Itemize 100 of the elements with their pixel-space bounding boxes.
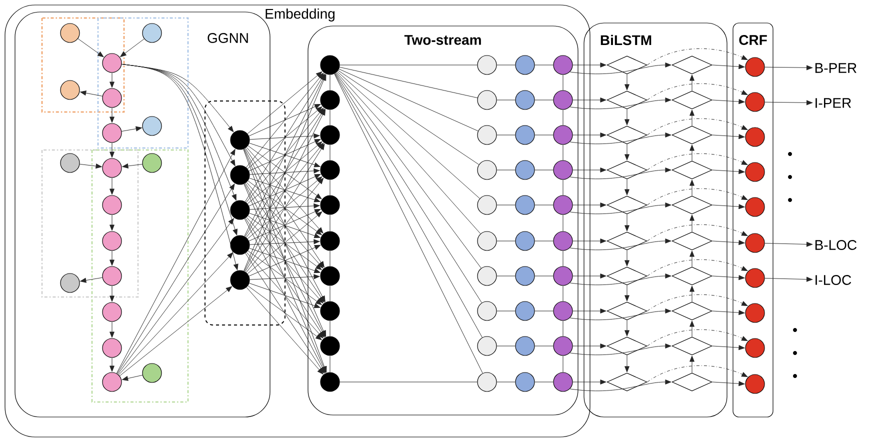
arrow [110,72,114,88]
stream-node [477,231,497,251]
stream-node [515,372,535,392]
arrow [116,149,236,374]
connector-line [496,64,516,66]
graph-node [142,363,162,383]
dashed-arrow [647,48,748,66]
crf-node [745,162,765,182]
output-label: I-PER [816,98,851,108]
arrow [690,180,694,196]
dashed-arrow [647,118,748,136]
arrow [248,104,321,136]
arrow [247,106,322,169]
arrow [712,310,745,316]
arrow [570,132,672,144]
crf-node [745,268,765,288]
arrow [624,355,630,372]
arrow [246,287,324,374]
arrow [624,109,630,126]
stream-node [477,160,497,180]
connector-line [496,204,516,206]
connector-line [562,214,564,232]
arrow [570,380,672,392]
arrow [764,100,813,106]
stream-node [553,125,573,145]
crf-node [745,197,765,217]
arrow [712,381,745,386]
dashed-arrow [647,224,748,242]
arrow [119,286,232,376]
crf-node [745,303,765,323]
crf-node [745,338,765,358]
graph-node [142,23,162,43]
arrow [690,356,694,373]
connector-line [338,70,480,165]
arrow [80,164,102,169]
arrow [250,274,320,280]
graph-node [102,266,122,286]
neuron [230,235,250,255]
stream-node [553,336,573,356]
arrow [712,169,745,174]
neuron [320,372,340,392]
stream-node [515,90,535,110]
arrow [246,252,324,338]
crf-node [745,92,765,112]
neuron [230,130,250,150]
neuron [320,90,340,110]
connector-line [336,72,482,268]
dashed-arrow [647,365,748,382]
neuron [320,231,340,251]
arrow [250,203,320,210]
stream-node [515,160,535,180]
arrow [244,108,325,237]
arrow [250,239,320,245]
neuron [320,55,340,75]
graph-node [102,231,122,251]
arrow [120,38,144,57]
arrow [712,99,745,104]
arrow [570,274,672,286]
arrow [690,320,694,337]
dashed-arrow [647,294,748,312]
arrow [122,374,143,381]
graph-node [60,153,80,173]
connector-line [562,356,564,372]
module-box: Two-stream [308,26,578,416]
arrow [572,202,606,208]
stream-node [515,231,535,251]
connector-line [534,240,554,242]
graph-node [102,372,122,392]
connector-line [562,286,564,302]
arrow [690,144,694,161]
connector-line [534,134,554,136]
crf-node [745,233,765,253]
graph-node [102,123,122,143]
arrow [572,168,606,172]
stream-node [477,195,497,215]
arrow [116,184,235,374]
stream-node [477,90,497,110]
arrow [570,308,672,320]
arrow [624,179,630,196]
arrow [712,134,745,140]
arrow [572,380,606,384]
neuron [320,195,340,215]
connector-line [562,110,564,126]
crf-node [745,57,765,77]
arrow [122,164,143,168]
arrow [764,276,813,282]
arrow [572,274,606,278]
module-box: BiLSTM [584,22,728,418]
arrow [712,204,745,210]
arrow [110,286,114,302]
arrow [712,275,745,280]
connector-line [562,250,564,266]
arrow [570,202,672,214]
arrow [246,217,324,304]
arrow [110,322,114,338]
connector-line [338,68,478,132]
stream-node [515,125,535,145]
arrow [249,282,320,308]
arrow [572,344,606,348]
stream-node [553,195,573,215]
